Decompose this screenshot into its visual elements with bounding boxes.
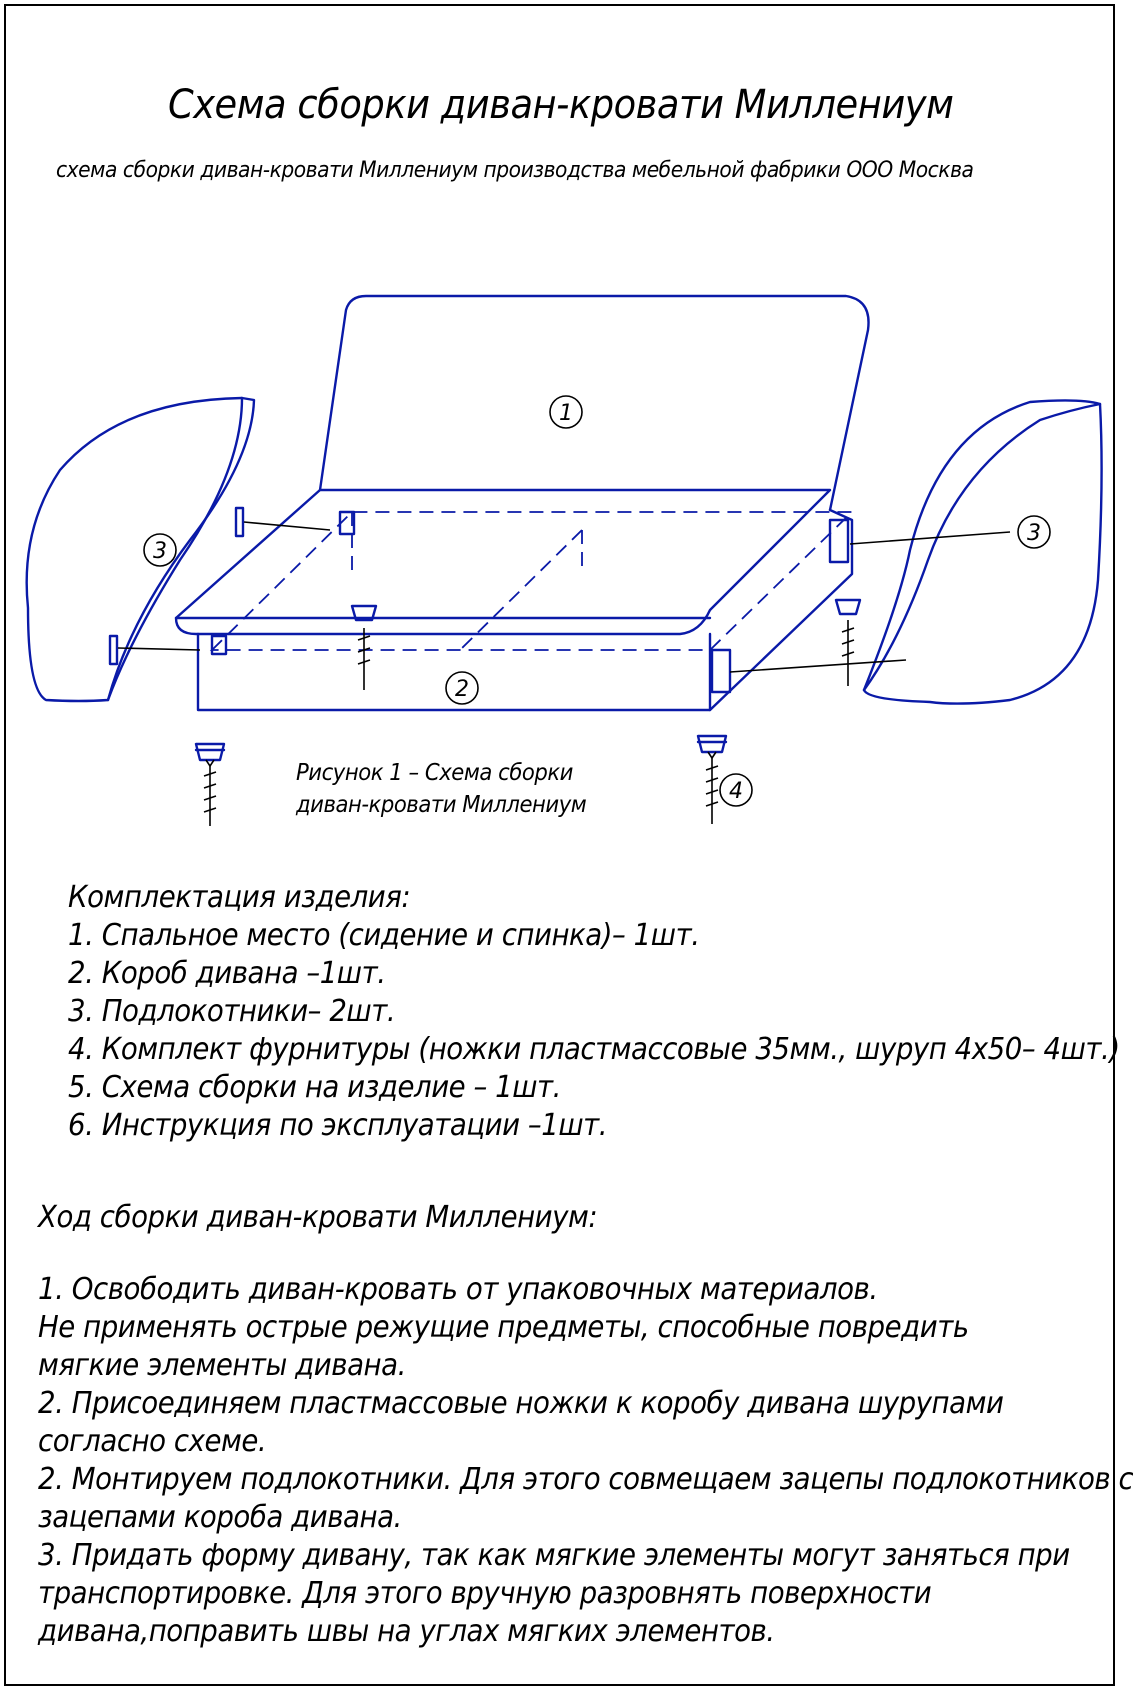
svg-text:2: 2 xyxy=(455,677,469,702)
assembly-step-line: Не применять острые режущие предметы, сп… xyxy=(38,1310,969,1345)
foot-assembly xyxy=(350,604,378,622)
assembly-step-line: согласно схеме. xyxy=(38,1424,267,1459)
assembly-step-line: 3. Придать форму дивану, так как мягкие … xyxy=(38,1538,1070,1573)
assembly-heading: Ход сборки диван-кровати Миллениум: xyxy=(38,1200,598,1235)
sofa-box-side xyxy=(708,508,854,712)
svg-text:3: 3 xyxy=(1027,521,1041,546)
kit-item: 5. Схема сборки на изделие – 1шт. xyxy=(68,1070,561,1105)
assembly-step-line: дивана,поправить швы на углах мягких эле… xyxy=(38,1614,775,1649)
assembly-step-line: транспортировке. Для этого вручную разро… xyxy=(38,1576,932,1611)
kit-item: 1. Спальное место (сидение и спинка)– 1ш… xyxy=(68,918,700,953)
drawing-sheet xyxy=(4,4,1115,1686)
kit-item: 2. Короб дивана –1шт. xyxy=(68,956,386,991)
assembly-step-line: зацепами короба дивана. xyxy=(38,1500,402,1535)
box-hook xyxy=(338,510,356,536)
svg-text:4: 4 xyxy=(729,779,743,804)
assembly-step-line: 2. Монтируем подлокотники. Для этого сов… xyxy=(38,1462,1133,1497)
foot-assembly xyxy=(834,598,862,616)
kit-heading: Комплектация изделия: xyxy=(68,880,411,915)
sofa-box-front xyxy=(196,632,712,712)
page-subtitle: схема сборки диван-кровати Миллениум про… xyxy=(56,158,974,183)
box-inner-frame xyxy=(209,511,855,651)
part-number-3-right: 3 xyxy=(1017,515,1051,549)
figure-caption-line2: диван-кровати Миллениум xyxy=(296,792,587,818)
svg-text:3: 3 xyxy=(153,539,167,564)
part-number-2: 2 xyxy=(445,671,479,705)
backrest-part xyxy=(318,294,870,512)
svg-text:1: 1 xyxy=(559,401,573,426)
figure-caption-line1: Рисунок 1 – Схема сборки xyxy=(296,760,573,786)
seat-cushion xyxy=(174,488,832,636)
foot-assembly xyxy=(696,734,728,754)
page-title: Схема сборки диван-кровати Миллениум xyxy=(168,82,954,128)
assembly-step-line: 1. Освободить диван-кровать от упаковочн… xyxy=(38,1272,878,1307)
kit-item: 6. Инструкция по эксплуатации –1шт. xyxy=(68,1108,608,1143)
kit-item: 4. Комплект фурнитуры (ножки пластмассов… xyxy=(68,1032,1120,1067)
right-armrest xyxy=(862,399,1103,705)
part-number-4: 4 xyxy=(719,773,753,807)
part-number-1: 1 xyxy=(549,395,583,429)
left-armrest xyxy=(25,396,256,703)
armrest-hook xyxy=(234,506,245,538)
armrest-hook xyxy=(108,634,119,666)
assembly-step-line: мягкие элементы дивана. xyxy=(38,1348,406,1383)
box-hook xyxy=(828,518,850,564)
kit-item: 3. Подлокотники– 2шт. xyxy=(68,994,396,1029)
box-hook xyxy=(710,648,732,694)
box-hook xyxy=(210,634,228,656)
foot-assembly xyxy=(194,742,226,762)
assembly-step-line: 2. Присоединяем пластмассовые ножки к ко… xyxy=(38,1386,1004,1421)
part-number-3-left: 3 xyxy=(143,533,177,567)
